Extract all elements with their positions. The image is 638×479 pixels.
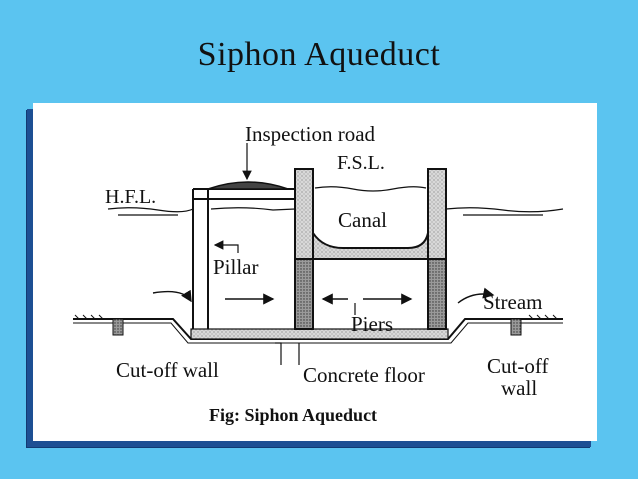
label-piers: Piers <box>351 312 393 336</box>
label-hfl: H.F.L. <box>105 186 156 208</box>
inspection-road-deck <box>207 181 289 190</box>
leader-lines <box>213 143 356 365</box>
figure-caption: Fig: Siphon Aqueduct <box>209 405 377 425</box>
label-cutoff-right-1: Cut-off <box>487 354 548 378</box>
hfl-water-lines <box>107 207 564 216</box>
canal-water-line <box>314 186 427 192</box>
label-fsl: F.S.L. <box>337 152 385 174</box>
canal-trough <box>294 168 447 260</box>
pier-right <box>427 258 447 330</box>
label-concrete-floor: Concrete floor <box>303 363 425 387</box>
label-cutoff-right-2: wall <box>501 376 537 400</box>
label-stream: Stream <box>483 290 542 314</box>
pier-left <box>294 258 314 330</box>
label-inspection-road: Inspection road <box>245 122 376 146</box>
label-pillar: Pillar <box>213 255 259 279</box>
hatching-left <box>74 314 558 320</box>
flow-arrows <box>152 287 495 305</box>
cutoff-wall-left <box>112 318 124 336</box>
slide-title: Siphon Aqueduct <box>197 36 441 73</box>
cutoff-wall-right <box>510 318 522 336</box>
concrete-floor <box>190 328 449 340</box>
label-cutoff-wall-left: Cut-off wall <box>116 358 219 382</box>
label-canal: Canal <box>338 208 387 232</box>
figure-frame: Inspection road F.S.L. H.F.L. Canal Pill… <box>33 103 597 441</box>
siphon-aqueduct-diagram: Inspection road F.S.L. H.F.L. Canal Pill… <box>73 122 564 425</box>
